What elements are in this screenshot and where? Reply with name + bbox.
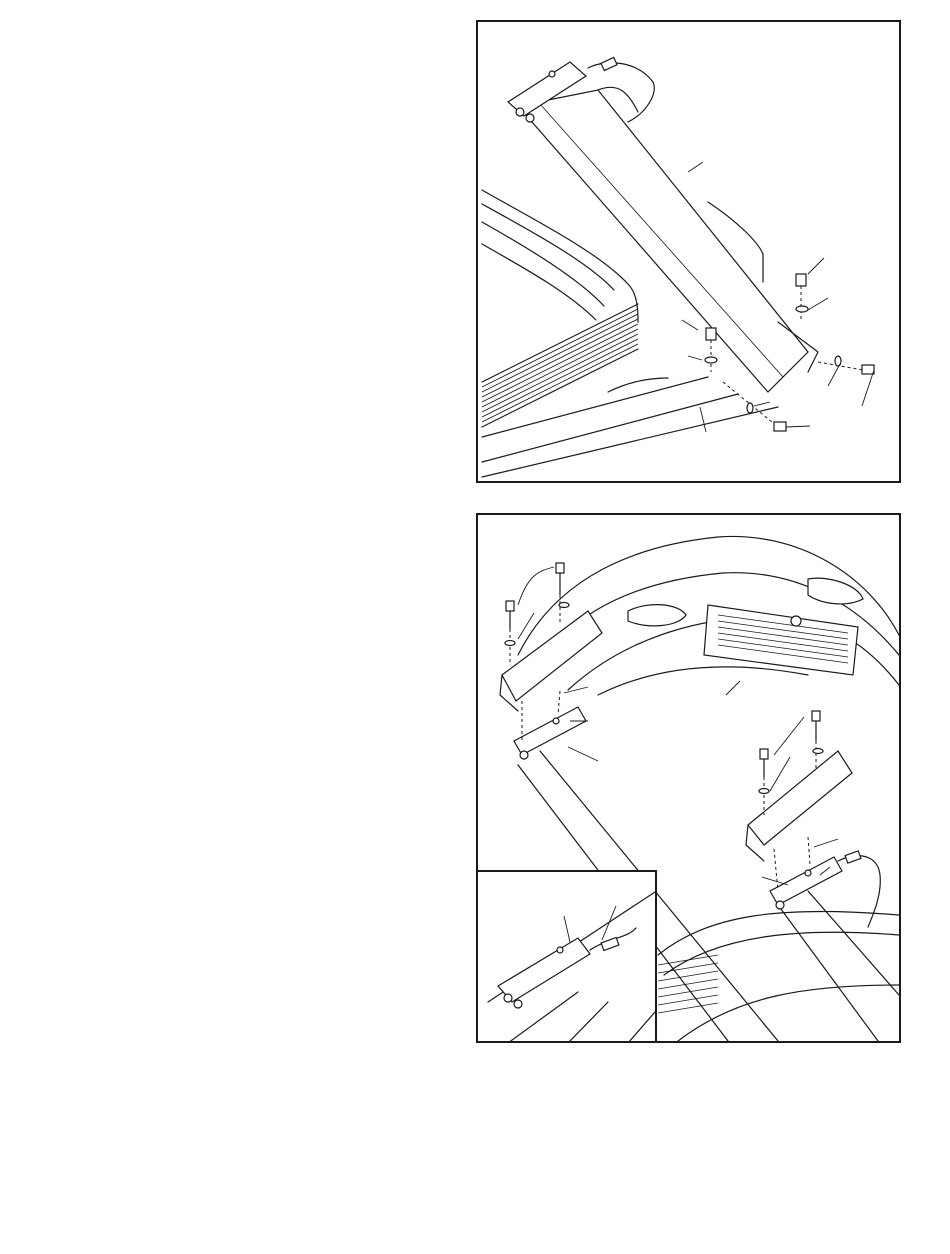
inset-wire-connector [601,938,619,951]
right-bracket-hole [776,901,784,909]
frame-edge-2 [482,204,614,290]
right-wire-connector [845,851,861,863]
right-upright-bracket [770,857,842,905]
inset-upright-edge-4 [628,1012,655,1043]
wire-connection-detail [478,870,657,1043]
right-upright-edge-1 [778,905,878,1041]
right-cup-holder [808,578,863,604]
upright-attachment-drawing [478,22,899,481]
bracket-stud [549,71,555,77]
bracket-hole-2 [526,114,534,122]
right-upright-edge-2 [808,891,899,995]
inset-bracket [498,938,590,1002]
right-bracket-stud [805,870,811,876]
left-cup-holder [628,605,686,626]
bracket-hole-1 [516,108,524,116]
base-rail-2 [482,394,738,462]
lower-ribs [658,955,718,1013]
inset-bracket-stud [557,947,563,953]
bolt-right-top [796,274,806,322]
lower-frame-curve-3 [678,985,899,1041]
inset-bracket-hole-1 [504,994,512,1002]
upright-column-edge [540,104,783,377]
console-tray-curve [598,667,808,695]
inset-upright-edge-3 [568,1002,608,1043]
left-upright-bracket [514,707,586,755]
left-bracket-stud [553,718,559,724]
washer-right-top [796,306,808,312]
right-wire [838,856,880,927]
lower-frame-curve-2 [664,932,899,975]
side-bolt-right [818,356,874,374]
wire-connector [601,57,617,70]
frame-edge-3 [482,222,604,306]
base-rail-3 [482,407,778,477]
base-rail-1 [482,377,708,437]
inset-bracket-hole-2 [514,1000,522,1008]
washer-center [705,357,717,363]
bolt-center [706,328,716,372]
wire-connection-detail-drawing [478,872,655,1043]
text-column-blank [0,0,470,1254]
upright-attachment-diagram [476,20,901,483]
console-display-grille [704,605,858,675]
left-bracket-hole [520,751,528,759]
inset-leader-1 [564,916,570,942]
console-attachment-diagram [476,513,901,1043]
upright-column [518,90,808,392]
side-bolt-lower [723,382,786,431]
inset-leader-2 [602,906,616,940]
roller-ribs [482,284,638,427]
